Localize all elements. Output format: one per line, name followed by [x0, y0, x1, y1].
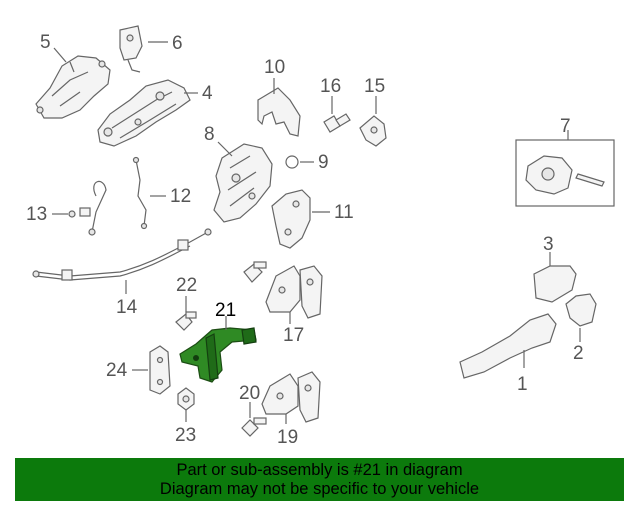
part-21-door-check-highlighted: [179, 327, 257, 383]
callout-12: 12: [170, 186, 191, 207]
parts-diagram: 5 6 4 10 16 15 8: [26, 25, 615, 448]
part-11-latch-plate: [271, 189, 311, 249]
callout-19: 19: [277, 427, 298, 448]
part-9-clip: [285, 155, 299, 169]
hinge-bolt-upper: [243, 261, 267, 283]
callout-13: 13: [26, 204, 47, 225]
callout-2: 2: [573, 343, 584, 364]
part-15-striker: [359, 115, 387, 147]
part-1-outside-handle: [459, 313, 557, 379]
part-14-cable: [32, 228, 212, 281]
part-13-rod-clip: [68, 180, 107, 236]
callout-15: 15: [364, 76, 385, 97]
info-banner: Part or sub-assembly is #21 in diagram D…: [15, 458, 624, 501]
callout-14: 14: [116, 297, 138, 318]
callout-23: 23: [175, 425, 196, 446]
callout-8: 8: [204, 124, 215, 145]
part-20-bolt: [241, 417, 267, 437]
part-8-door-latch: [213, 143, 273, 223]
callout-24: 24: [106, 360, 128, 381]
banner-line-1: Part or sub-assembly is #21 in diagram: [176, 461, 463, 479]
banner-line-2: Diagram may not be specific to your vehi…: [159, 480, 480, 498]
part-16-bolt: [323, 113, 351, 133]
part-12-control-rod: [132, 156, 148, 230]
check-bolt: [175, 311, 197, 331]
part-24-check-cover: [149, 345, 171, 395]
callout-20: 20: [239, 383, 260, 404]
part-19-lower-hinge: [261, 371, 321, 423]
part-7-lock-cylinder: [515, 139, 615, 207]
callout-10: 10: [264, 57, 285, 78]
part-6-actuator: [119, 25, 143, 73]
part-2-end-cap: [565, 293, 597, 327]
callout-22: 22: [176, 275, 197, 296]
part-17-upper-hinge: [265, 265, 323, 319]
callout-16: 16: [320, 76, 341, 97]
part-23-nut: [177, 387, 195, 411]
callout-3: 3: [543, 234, 554, 255]
callout-17: 17: [283, 325, 304, 346]
part-4-handle-frame: [97, 79, 191, 147]
callout-9: 9: [318, 152, 329, 173]
part-5-handle-cover: [35, 55, 111, 119]
callout-11: 11: [334, 202, 354, 223]
callout-1: 1: [517, 374, 528, 395]
callout-6: 6: [172, 33, 183, 54]
callout-4: 4: [202, 83, 213, 104]
part-10-shield: [257, 87, 301, 137]
part-3-handle-bezel: [533, 265, 577, 303]
callout-5: 5: [40, 32, 51, 53]
callout-21: 21: [215, 300, 236, 321]
callout-7: 7: [560, 116, 571, 137]
